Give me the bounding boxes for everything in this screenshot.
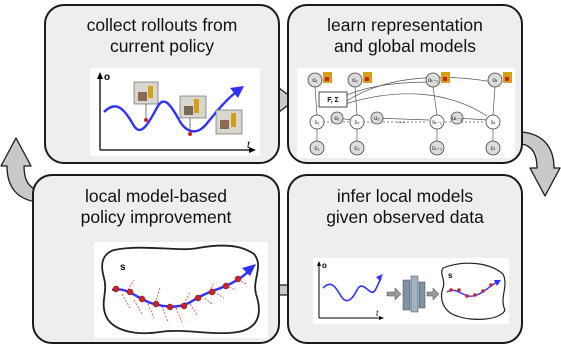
robot-frame-3 [215, 109, 243, 135]
collect-title-line2: current policy [109, 36, 215, 56]
node-u1: u₁ [334, 116, 339, 122]
infer-region-label: s [448, 271, 453, 280]
infer-title: infer local models given observed data [289, 186, 521, 228]
rollout-x-label: t [247, 140, 251, 151]
infer-title-line1: infer local models [336, 186, 474, 206]
node-s1: s₁ [314, 120, 319, 126]
local-perturbations [121, 279, 247, 323]
improve-title-line2: policy improvement [80, 207, 232, 227]
observation-thumbnails [323, 72, 512, 83]
node-c1: c₁ [314, 146, 319, 152]
robot-frame-2 [179, 95, 207, 136]
node-u2: u₂ [374, 116, 380, 122]
infer-title-line2: given observed data [326, 207, 484, 227]
node-cTm1: cₜ₋₁ [432, 146, 442, 152]
panel-policy-improvement: local model-based policy improvement s [32, 174, 280, 344]
node-o2: o₂ [352, 78, 358, 84]
node-cT: cₜ [491, 146, 496, 152]
trajectory-samples [112, 275, 242, 311]
learn-title: learn representation and global models [289, 15, 521, 57]
node-o1: o₁ [312, 78, 317, 84]
rollout-trajectory [103, 91, 237, 133]
improve-latent-region [101, 244, 260, 335]
improve-title-line1: local model-based [84, 186, 228, 206]
rollout-arrowhead [230, 86, 244, 98]
infer-x-label: t [376, 309, 379, 318]
node-oTm1: oₜ₋₁ [428, 78, 438, 84]
collect-title-line1: collect rollouts from [86, 15, 238, 35]
node-c2: c₂ [354, 146, 360, 152]
node-s2: s₂ [354, 120, 360, 126]
node-uTm1: uₜ₋₁ [452, 116, 462, 122]
improve-title: local model-based policy improvement [34, 186, 278, 228]
robot-frame-1 [133, 81, 159, 122]
arrow-improve-to-collect [0, 134, 41, 206]
policy-improvement-figure: s [94, 242, 268, 338]
infer-trajectory [322, 277, 382, 302]
infer-y-label: o [322, 261, 327, 270]
node-ellipsis: ··· [397, 117, 406, 127]
panel-infer-local-models: infer local models given observed data o… [287, 174, 523, 344]
local-model-inference-figure: o t s [313, 258, 509, 324]
improve-region-label: s [120, 262, 126, 273]
node-oT: oₜ [492, 78, 497, 84]
node-dynamics-params: F, Σ [327, 97, 339, 104]
rollout-plot: o t [90, 68, 260, 156]
node-sTm1: sₜ₋₁ [432, 120, 442, 126]
panel-collect-rollouts: collect rollouts from current policy o t [44, 4, 280, 164]
learn-title-line2: and global models [333, 36, 477, 56]
collect-title: collect rollouts from current policy [46, 15, 278, 57]
encoder-network-icon [402, 275, 426, 313]
infer-latent-region [440, 262, 506, 320]
graphical-model: o₁ o₂ oₜ₋₁ oₜ F, Σ s₁ s₂ sₜ₋₁ sₜ u₁ u₂ u… [297, 68, 515, 158]
dynamics-params-node [318, 91, 348, 108]
panel-learn-models: learn representation and global models [287, 4, 523, 164]
arrow-learn-to-infer [520, 128, 561, 200]
learn-title-line1: learn representation [327, 15, 483, 35]
node-sT: sₜ [491, 120, 496, 126]
rollout-y-label: o [104, 72, 110, 83]
